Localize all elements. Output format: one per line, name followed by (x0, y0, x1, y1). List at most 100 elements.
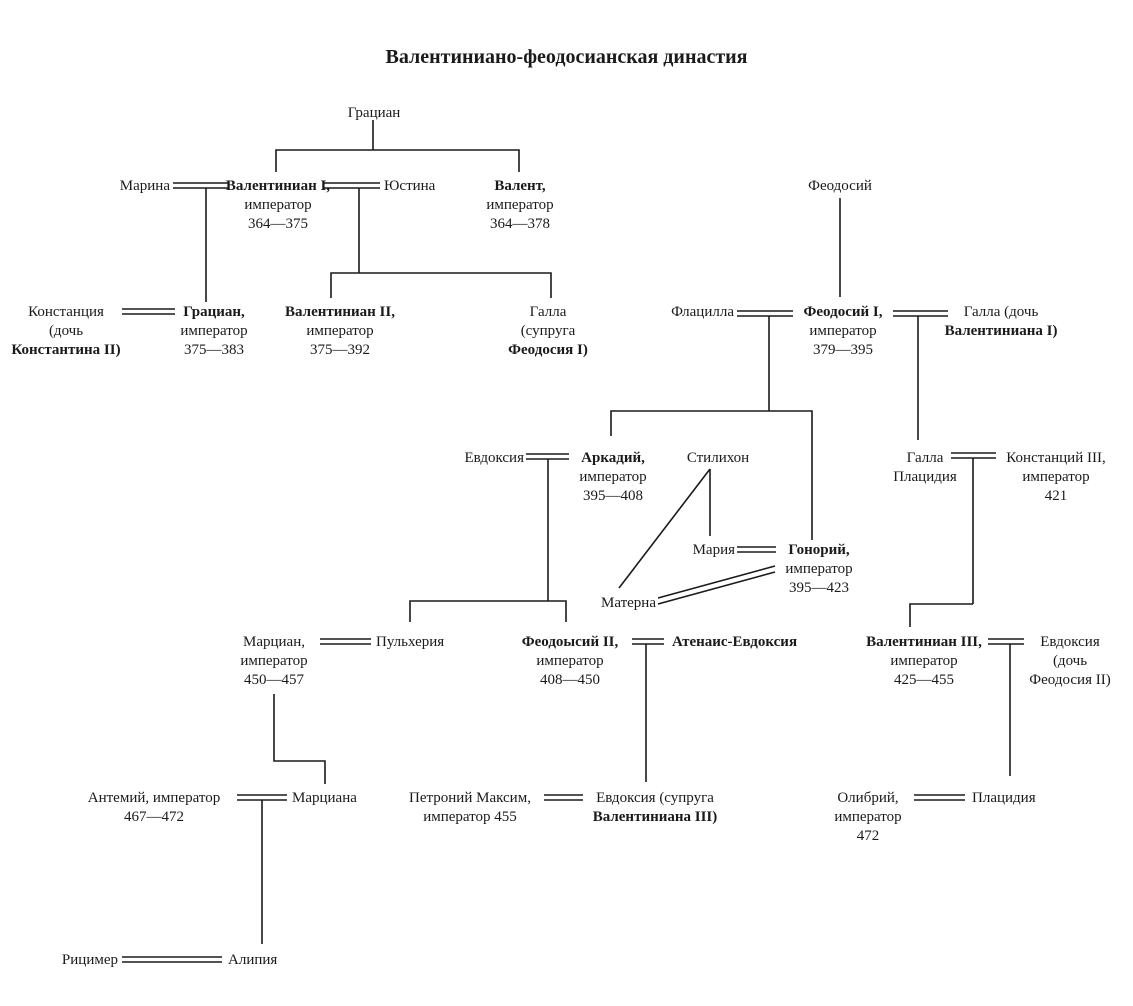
line (618, 468, 711, 589)
person-role: император (486, 197, 554, 213)
person-role: император (306, 323, 374, 339)
person-name: Гонорий, (788, 542, 850, 558)
person-pulcheria: Пульхерия (376, 633, 466, 652)
person-eudoxia: Евдоксия (440, 449, 524, 468)
person-name: Валент, (494, 178, 546, 194)
person-years: 408—450 (540, 672, 600, 688)
person-olybrius: Олибрий, император 472 (826, 789, 910, 846)
person-petronius: Петроний Максим, император 455 (398, 789, 542, 827)
person-name: Атенаис-Евдоксия (672, 634, 798, 650)
person-theodosius1: Феодосий I, император 379—395 (795, 303, 891, 360)
person-marciana: Марциана (292, 789, 372, 808)
person-name: Плацидия (972, 790, 1036, 806)
person-valentinian1: Валентиниан I, император 364—375 (222, 177, 334, 234)
person-name: Валентиниан III, (866, 634, 982, 650)
line (273, 694, 326, 784)
person-name: Юстина (384, 178, 436, 194)
line (409, 600, 567, 622)
person-role: император (785, 561, 853, 577)
person-arcadius: Аркадий, император 395—408 (567, 449, 659, 506)
person-name: Евдоксия (супруга (596, 790, 714, 806)
person-name: Флацилла (671, 304, 734, 320)
person-note: Константина II) (11, 342, 121, 358)
person-galla-placidia: Галла Плацидия (893, 449, 957, 487)
person-ricimer: Рицимер (30, 951, 118, 970)
person-name: Валентиниан I, (225, 178, 331, 194)
person-name: Галла (дочь (963, 304, 1039, 320)
person-marina: Марина (100, 177, 170, 196)
person-name: Грациан (347, 105, 401, 121)
person-name: Пульхерия (376, 634, 445, 650)
person-name: Евдоксия (1040, 634, 1100, 650)
person-role: император (180, 323, 248, 339)
person-years: 364—378 (490, 216, 550, 232)
person-athenais: Атенаис-Евдоксия (672, 633, 812, 652)
person-alypia: Алипия (228, 951, 308, 970)
person-years: 375—392 (310, 342, 370, 358)
person-gratian: Грациан, император 375—383 (168, 303, 260, 360)
person-role: император (1022, 469, 1090, 485)
person-years: 395—423 (789, 580, 849, 596)
person-role: император (579, 469, 647, 485)
person-valentinian2: Валентиниан II, император 375—392 (278, 303, 402, 360)
person-name: Феодосий (808, 178, 872, 194)
person-years: 395—408 (583, 488, 643, 504)
line (275, 149, 520, 172)
person-name: Мария (692, 542, 735, 558)
person-valentinian3: Валентиниан III, император 425—455 (862, 633, 986, 690)
person-note: Феодосия I) (508, 342, 588, 358)
marriage-line (657, 571, 776, 605)
person-role: император 455 (423, 809, 517, 825)
person-name: Петроний Максим, (409, 790, 531, 806)
person-years: 472 (856, 828, 880, 844)
person-valens: Валент, император 364—378 (475, 177, 565, 234)
person-name: Констанций III, (1006, 450, 1106, 466)
person-galla: Галла (супруга Феодосия I) (500, 303, 596, 360)
diagram-title: Валентиниано-феодосианская династия (385, 46, 748, 68)
person-eudoxia-daughter: Евдоксия (дочь Феодосия II) (1020, 633, 1120, 690)
person-name: Феодоысий II, (521, 634, 619, 650)
line (610, 410, 813, 540)
person-note: (супруга (520, 323, 576, 339)
person-note: (дочь (48, 323, 84, 339)
person-name: Рицимер (61, 952, 118, 968)
person-name: Марциан, (243, 634, 305, 650)
person-note: (дочь (1052, 653, 1088, 669)
person-years: 425—455 (894, 672, 954, 688)
line (330, 272, 552, 298)
person-role: император (536, 653, 604, 669)
person-name: Матерна (600, 595, 656, 611)
person-placidia: Плацидия (972, 789, 1052, 808)
person-marcian: Марциан, император 450—457 (230, 633, 318, 690)
person-name: Марина (119, 178, 170, 194)
person-name: Валентиниан II, (285, 304, 395, 320)
person-years: 421 (1044, 488, 1068, 504)
person-name: Алипия (228, 952, 278, 968)
person-flacilla: Флацилла (640, 303, 734, 322)
person-name: Плацидия (893, 469, 957, 485)
person-name: Галла (529, 304, 567, 320)
person-note: Валентиниана III) (592, 809, 718, 825)
person-name: Евдоксия (464, 450, 524, 466)
person-justina: Юстина (384, 177, 454, 196)
person-constantia: Констанция (дочь Константина II) (8, 303, 124, 360)
person-years: 450—457 (244, 672, 304, 688)
person-years: 375—383 (184, 342, 244, 358)
person-galla-daughter: Галла (дочь Валентиниана I) (938, 303, 1064, 341)
marriage-line (657, 565, 776, 599)
person-name: Олибрий, (837, 790, 899, 806)
person-name: Аркадий, (581, 450, 645, 466)
person-note: Феодосия II) (1029, 672, 1111, 688)
person-years: 364—375 (248, 216, 308, 232)
person-gratian-elder: Грациан (340, 104, 408, 123)
person-name: Марциана (292, 790, 357, 806)
person-stilicho: Стилихон (676, 449, 760, 468)
person-note: Валентиниана I) (944, 323, 1058, 339)
person-role: император (244, 197, 312, 213)
person-years: 467—472 (124, 809, 184, 825)
person-theodosius2: Феодоысий II, император 408—450 (512, 633, 628, 690)
person-name: Грациан, (183, 304, 245, 320)
person-honorius: Гонорий, император 395—423 (774, 541, 864, 598)
person-role: император (240, 653, 308, 669)
person-constantius3: Констанций III, император 421 (998, 449, 1114, 506)
